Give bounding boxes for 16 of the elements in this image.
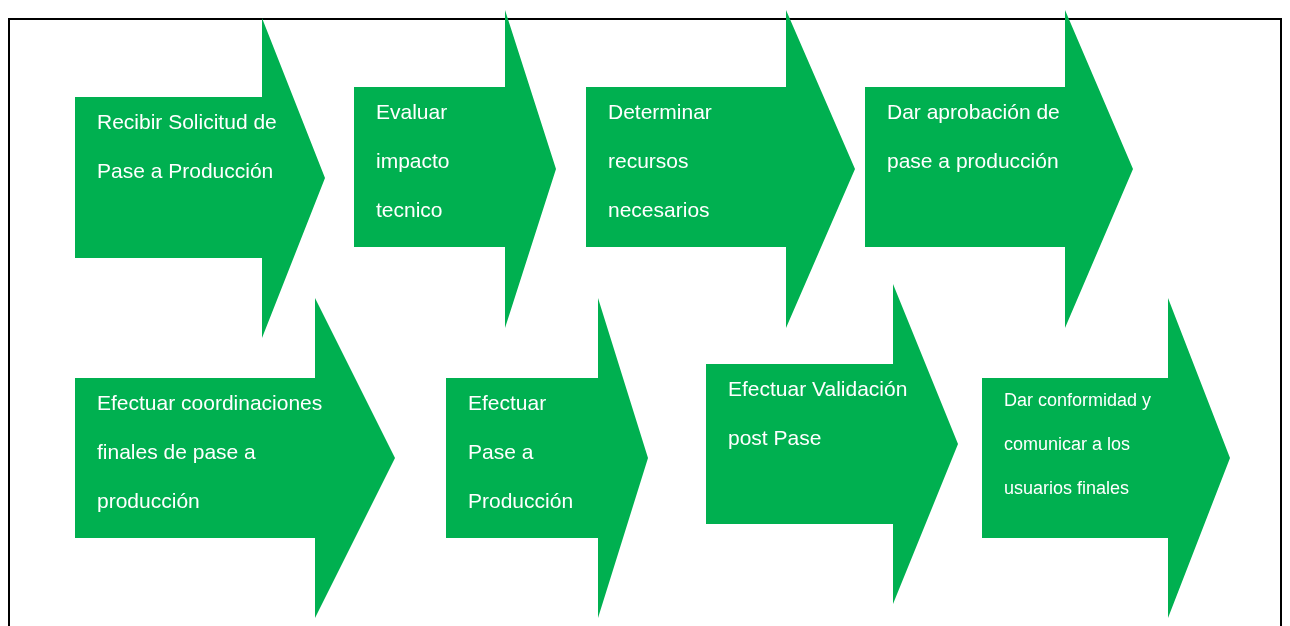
arrow-shape [865, 10, 1133, 328]
step-label: Efectuar Pase a Producción [468, 390, 575, 514]
arrow-shape [446, 298, 648, 618]
arrow-shape [586, 10, 855, 328]
arrow-shape [982, 298, 1230, 618]
step-label: Efectuar Validación post Pase [728, 376, 909, 451]
step-label: Recibir Solicitud de Pase a Producción [97, 109, 278, 184]
arrow-shape [706, 284, 958, 604]
step-label: Evaluar impacto tecnico [376, 99, 451, 223]
arrow-shape [75, 298, 395, 618]
step-label: Dar aprobación de pase a producción [887, 99, 1061, 174]
arrow-shape [354, 10, 556, 328]
step-label: Determinar recursos necesarios [608, 99, 713, 223]
arrow-shape [75, 18, 325, 338]
step-label: Efectuar coordinaciones finales de pase a producción [97, 390, 324, 514]
step-label: Dar conformidad y comunicar a los usuarios finales [1004, 389, 1153, 500]
